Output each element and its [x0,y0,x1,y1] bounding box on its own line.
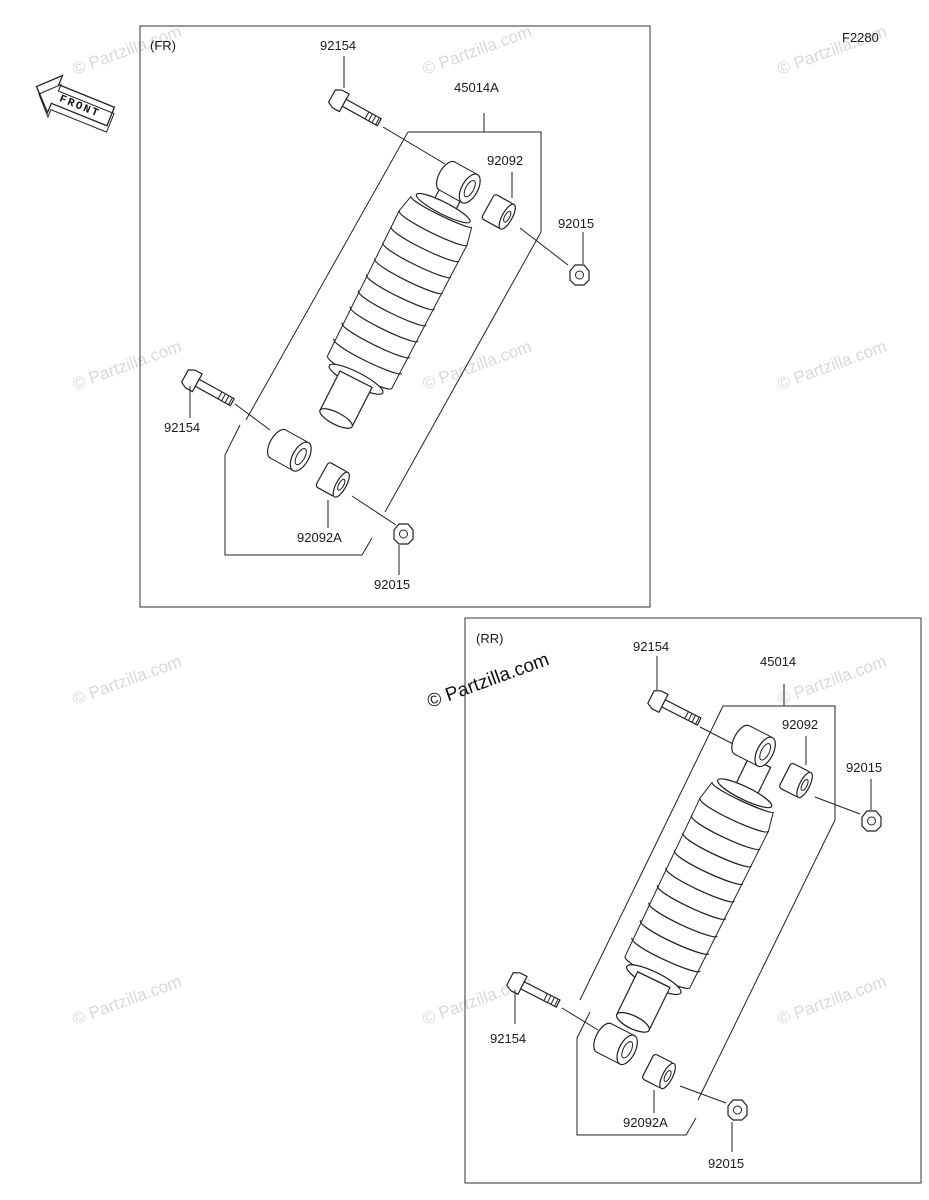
bushing-bottom-label: 92092A [297,530,342,545]
nut-top [569,264,590,286]
watermark: © Partzilla.com [775,337,889,394]
bushing-top [480,193,520,232]
sleeve-bottom [262,425,317,476]
nut-bottom-label: 92015 [374,577,410,592]
front-shock-panel: (FR) 45014A 92154 92092 92015 92154 [139,25,651,608]
shock-absorber [595,744,795,1046]
assembly-part-number: 45014 [760,654,796,669]
bolt-top-label: 92154 [320,38,356,53]
bolt-bottom [504,969,564,1014]
panel-label: (FR) [150,38,176,53]
nut-top [861,810,882,832]
panel-border [139,25,651,608]
bolt-top [645,687,705,732]
nut-bottom [727,1099,748,1121]
bushing-top [778,761,817,801]
lower-bracket [576,1011,697,1136]
assembly-bracket [408,131,542,232]
front-direction-arrow: FRONT [35,74,116,133]
watermark: © Partzilla.com [420,337,534,394]
bushing-top-label: 92092 [487,153,523,168]
bolt-bottom [179,366,238,412]
panel-label: (RR) [476,631,503,646]
bolt-top [326,86,385,132]
panel-border [464,617,922,1184]
watermark-layer: © Partzilla.com © Partzilla.com © Partzi… [70,22,889,1029]
watermark-main: © Partzilla.com [425,649,552,713]
watermark: © Partzilla.com [420,22,534,79]
assembly-part-number: 45014A [454,80,499,95]
bolt-top-label: 92154 [633,639,669,654]
nut-bottom [393,523,414,545]
watermark: © Partzilla.com [70,972,184,1029]
watermark: © Partzilla.com [70,337,184,394]
figure-code: F2280 [842,30,879,45]
rear-shock-panel: (RR) 45014 92154 92092 92015 92154 [464,617,922,1184]
sleeve-top [727,721,781,771]
nut-bottom-label: 92015 [708,1156,744,1171]
watermark: © Partzilla.com [775,972,889,1029]
nut-top-label: 92015 [846,760,882,775]
bushing-top-label: 92092 [782,717,818,732]
assembly-bracket [723,705,836,820]
bolt-bottom-label: 92154 [490,1031,526,1046]
nut-top-label: 92015 [558,216,594,231]
bushing-bottom [641,1052,680,1092]
bolt-bottom-label: 92154 [164,420,200,435]
bushing-bottom-label: 92092A [623,1115,668,1130]
shock-absorber [298,161,493,442]
watermark: © Partzilla.com [70,652,184,709]
lower-bracket [224,424,373,556]
bushing-bottom [314,461,354,500]
